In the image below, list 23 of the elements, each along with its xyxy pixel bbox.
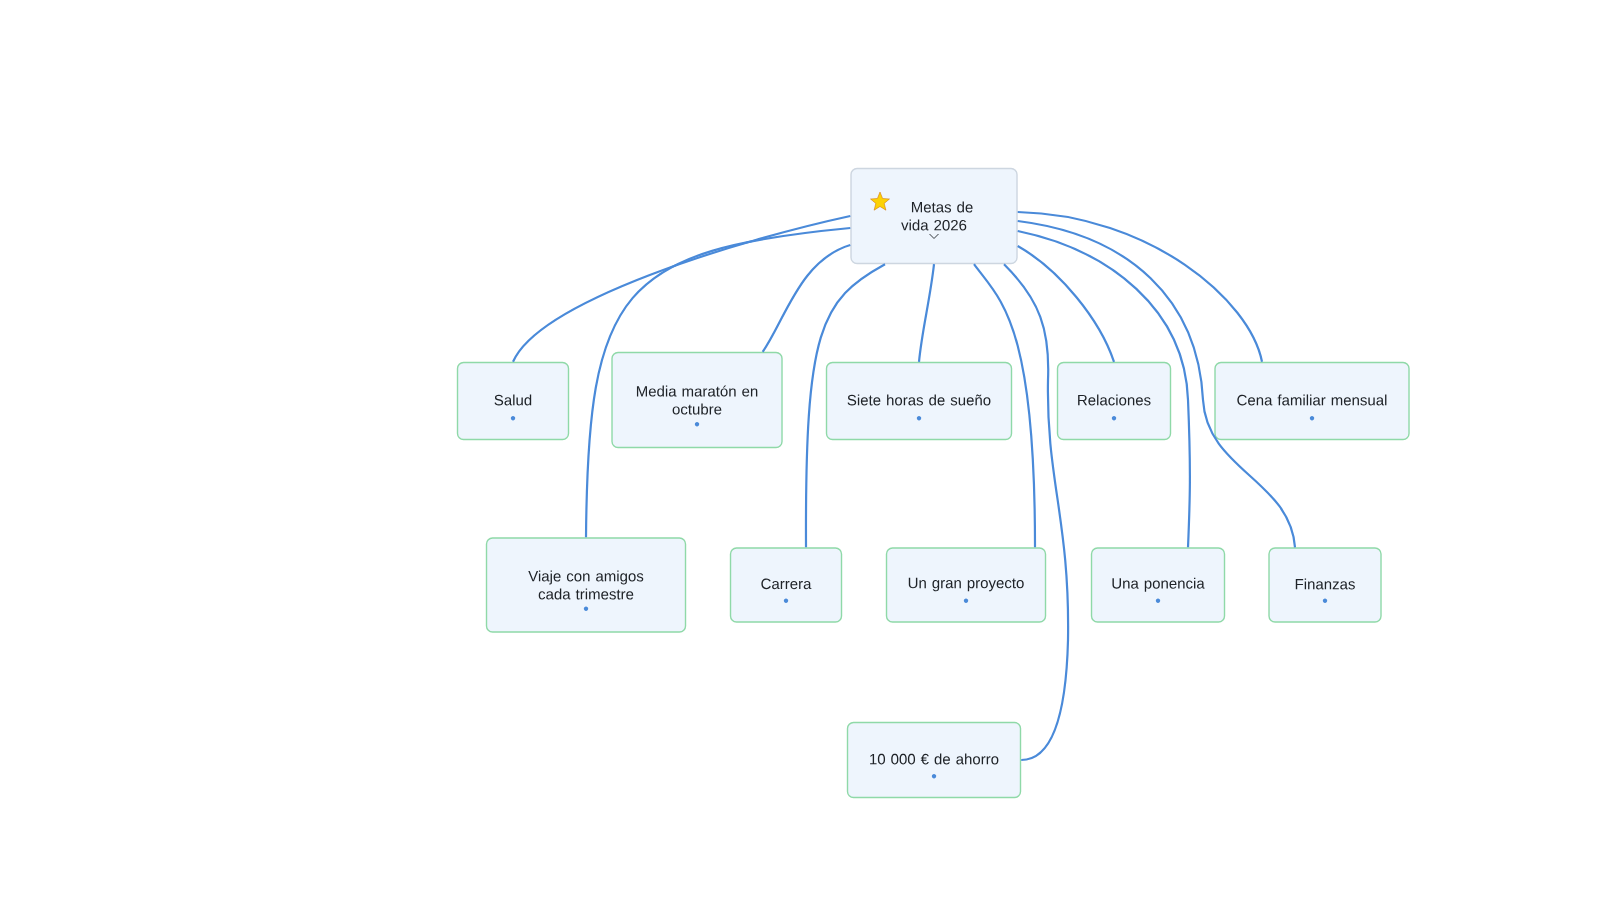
connector-line — [512, 214, 851, 363]
connector-line — [917, 264, 936, 362]
topic-box: Salud — [456, 361, 570, 441]
connector-line — [761, 243, 851, 353]
topic-box: Una ponencia — [1090, 547, 1226, 623]
topic-box: Siete horas de sueño — [825, 361, 1013, 441]
connector-line — [1017, 219, 1297, 548]
connector-line — [584, 226, 851, 538]
topic-box: Un gran proyecto — [885, 547, 1047, 623]
topic-box: Metas de vida 2026 — [850, 167, 1018, 265]
topic-box: Relaciones — [1056, 361, 1172, 441]
connector-line — [1017, 210, 1264, 363]
connector-line — [1017, 229, 1191, 548]
connector-line — [804, 263, 886, 548]
topic-box: Cena familiar mensual — [1214, 361, 1410, 441]
topic-box: Carrera — [729, 547, 843, 623]
topic-box: 10 000 € de ahorro — [846, 721, 1022, 799]
topic-box: Viaje con amigos cada trimestre — [485, 537, 687, 633]
connector-line — [1003, 263, 1070, 762]
connector-line — [973, 263, 1037, 548]
connector-line — [1017, 245, 1116, 363]
topic-box: Media maratón en octubre — [611, 351, 783, 449]
topic-box: Finanzas — [1268, 547, 1382, 623]
